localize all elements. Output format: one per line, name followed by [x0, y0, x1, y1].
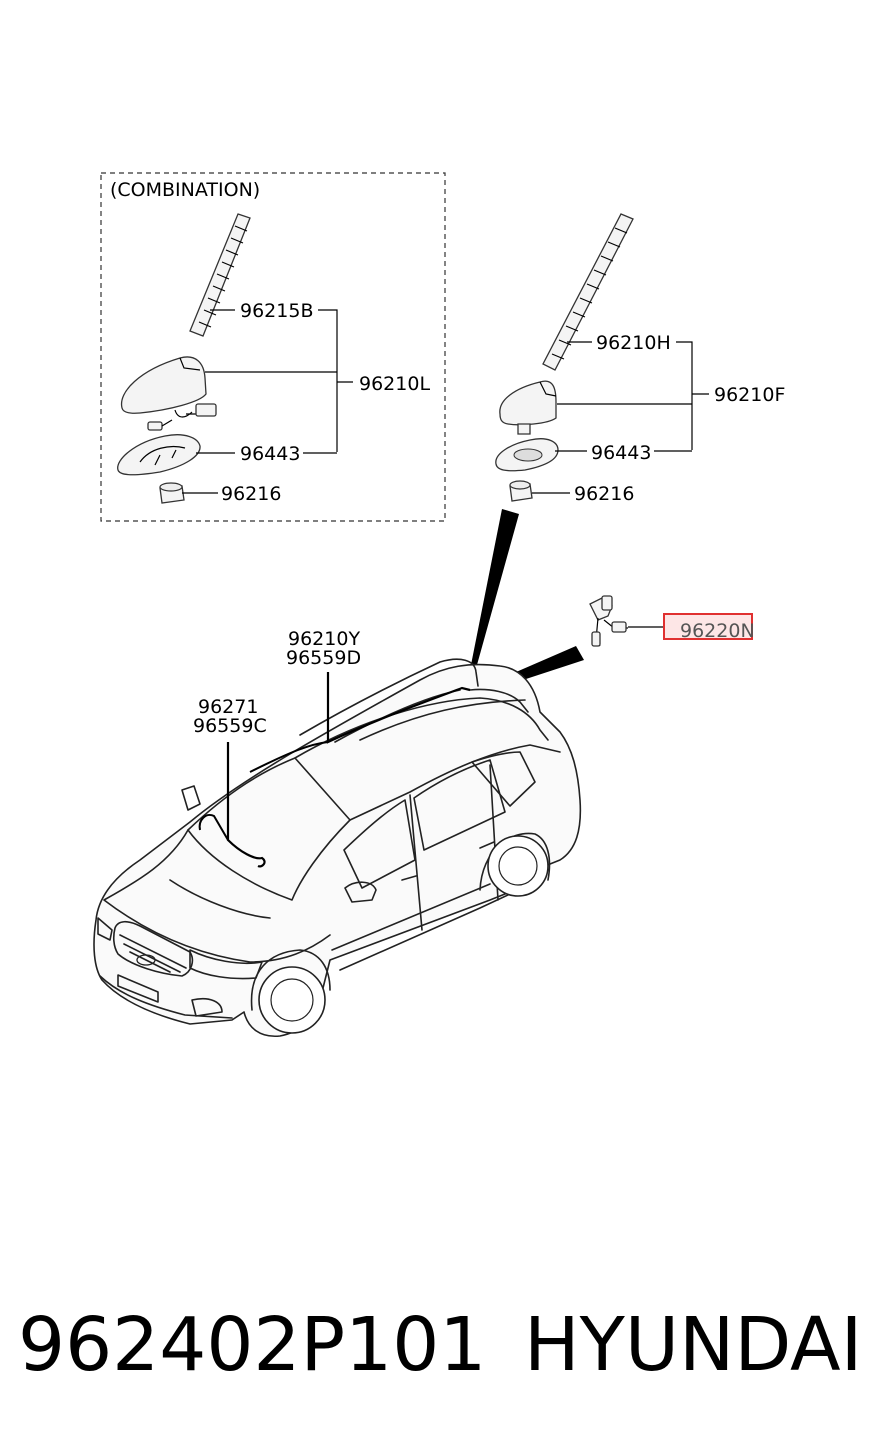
part-number-text: 962402P101	[18, 1302, 487, 1388]
label-96210F: 96210F	[714, 384, 785, 406]
combo-pad	[117, 434, 201, 476]
label-96559C: 96559C	[193, 715, 267, 737]
label-96210L: 96210L	[359, 373, 430, 395]
label-96271: 96271	[198, 696, 258, 718]
roof-feeder-cable	[326, 672, 471, 744]
std-nut	[509, 480, 533, 502]
feeder-cable-roof-run	[249, 741, 329, 773]
combo-antenna-body	[120, 356, 217, 431]
highlight-box-96220N	[663, 613, 753, 640]
label-std-96216: 96216	[574, 483, 634, 505]
combination-title: (COMBINATION)	[110, 179, 260, 201]
combo-leaders	[182, 309, 353, 494]
std-antenna-rod	[542, 213, 634, 371]
label-combo-96216: 96216	[221, 483, 281, 505]
label-96220N: 96220N	[680, 620, 755, 642]
label-96210H: 96210H	[596, 332, 671, 354]
cable-connector-part	[589, 595, 664, 647]
std-leaders	[532, 341, 709, 494]
windshield-feeder-cable	[226, 742, 266, 868]
std-pad	[495, 438, 559, 472]
vehicle-illustration	[93, 658, 582, 1037]
label-96559D: 96559D	[286, 647, 361, 669]
combination-dashed-box	[100, 172, 446, 522]
label-96215B: 96215B	[240, 300, 313, 322]
standard-group: 96210H 96210F 96443 96216	[495, 213, 785, 505]
combo-nut	[159, 482, 185, 504]
combo-antenna-rod	[189, 213, 251, 337]
pointer-wedge-roof	[466, 509, 519, 690]
brand-text: HYUNDAI	[524, 1302, 863, 1388]
std-antenna-body	[499, 380, 557, 435]
label-combo-96443: 96443	[240, 443, 300, 465]
label-96210Y: 96210Y	[288, 628, 360, 650]
label-std-96443: 96443	[591, 442, 651, 464]
windshield-cable-branch	[198, 814, 229, 841]
combination-group: (COMBINATION) 96215B 9621	[100, 172, 446, 522]
